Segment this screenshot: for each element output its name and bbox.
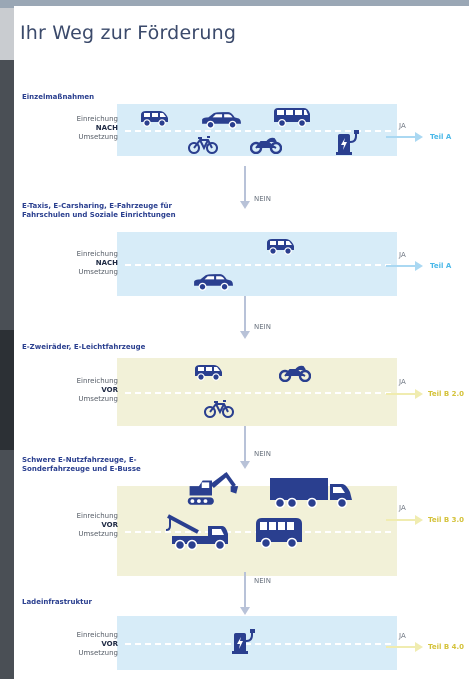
no-arrow-2 bbox=[240, 296, 250, 339]
section-label-4: Schwere E-Nutzfahrzeuge, E-Sonderfahrzeu… bbox=[22, 456, 141, 473]
lane-2 bbox=[117, 232, 397, 296]
van-icon bbox=[272, 106, 312, 128]
motorcycle-icon bbox=[250, 136, 282, 154]
background-top bbox=[0, 0, 469, 8]
result-5: Teil B 4.0 bbox=[428, 643, 465, 651]
motorcycle-icon bbox=[279, 364, 311, 382]
section-label-1: Einzelmaßnahmen bbox=[22, 93, 95, 101]
result-3: Teil B 2.0 bbox=[428, 390, 465, 398]
yes-label-1: JA bbox=[399, 122, 406, 130]
minivan-icon bbox=[264, 235, 296, 257]
tow-truck-icon bbox=[162, 512, 232, 552]
bicycle-icon bbox=[188, 136, 218, 154]
section-label-5: Ladeinfrastruktur bbox=[22, 598, 92, 606]
no-arrow-1 bbox=[240, 166, 250, 209]
yes-label-5: JA bbox=[399, 632, 406, 640]
excavator-icon bbox=[184, 468, 240, 508]
result-4: Teil B 3.0 bbox=[428, 516, 465, 524]
section-label-3: E-Zweiräder, E-Leichtfahrzeuge bbox=[22, 343, 146, 351]
car-icon bbox=[192, 272, 234, 291]
result-1: Teil A bbox=[430, 133, 452, 141]
no-arrow-3 bbox=[240, 426, 250, 469]
car-icon bbox=[200, 110, 242, 129]
lane-3 bbox=[117, 358, 397, 426]
no-label-3: NEIN bbox=[254, 450, 271, 458]
minivan-icon bbox=[138, 107, 170, 129]
lane-5 bbox=[117, 616, 397, 670]
yes-arrow-2 bbox=[386, 261, 423, 271]
yes-arrow-1 bbox=[386, 132, 423, 142]
yes-label-4: JA bbox=[399, 504, 406, 512]
yes-arrow-5 bbox=[386, 642, 423, 652]
result-2: Teil A bbox=[430, 262, 452, 270]
section-label-2: E-Taxis, E-Carsharing, E-Fahrzeuge für F… bbox=[22, 202, 176, 219]
no-arrow-4 bbox=[240, 572, 250, 615]
no-label-4: NEIN bbox=[254, 577, 271, 585]
background-left-dark bbox=[0, 330, 14, 450]
truck-icon bbox=[268, 476, 354, 510]
diagram-card: Ihr Weg zur Förderung Einzelmaßnahmen Ei… bbox=[14, 6, 469, 679]
yes-arrow-4 bbox=[386, 515, 423, 525]
yes-label-3: JA bbox=[399, 378, 406, 386]
bicycle-icon bbox=[204, 400, 234, 418]
yes-label-2: JA bbox=[399, 251, 406, 259]
no-label-2: NEIN bbox=[254, 323, 271, 331]
page-title: Ihr Weg zur Förderung bbox=[20, 22, 237, 44]
no-label-1: NEIN bbox=[254, 195, 271, 203]
charging-station-icon bbox=[336, 130, 360, 156]
bus-icon bbox=[254, 516, 304, 550]
charging-station-icon bbox=[232, 629, 256, 655]
minivan-icon bbox=[192, 361, 224, 383]
yes-arrow-3 bbox=[386, 389, 423, 399]
